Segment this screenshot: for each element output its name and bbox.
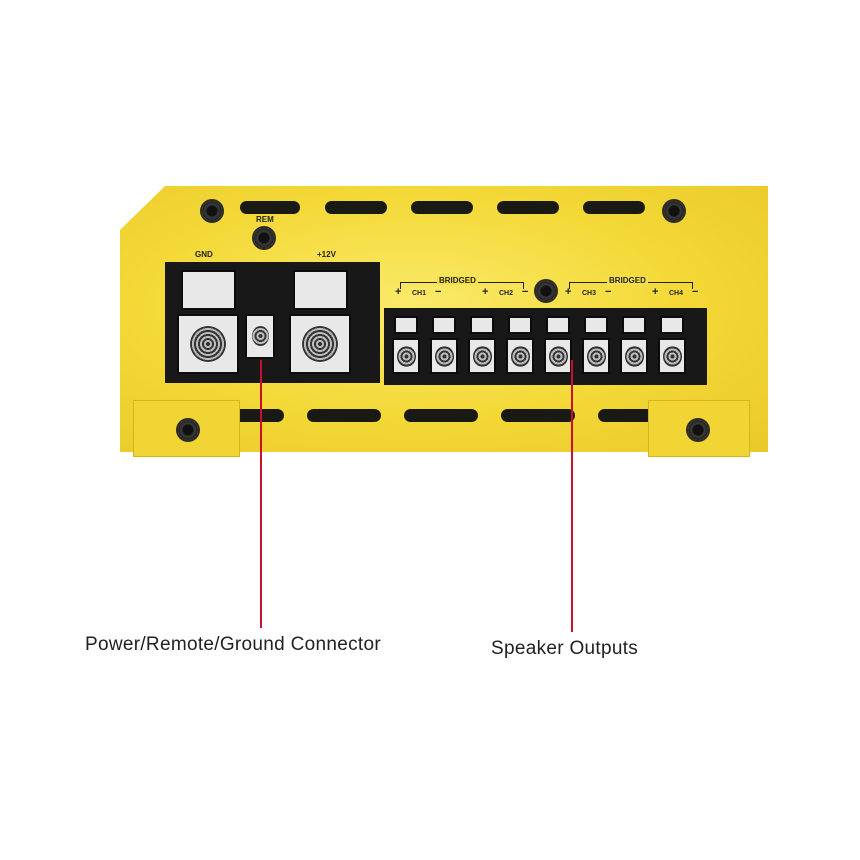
speaker-screw-top <box>546 316 570 334</box>
speaker-leader-line <box>571 360 573 632</box>
speaker-terminal-block <box>384 308 707 385</box>
speaker-terminal[interactable] <box>392 338 420 374</box>
speaker-screw-top <box>394 316 418 334</box>
speaker-screw-top <box>622 316 646 334</box>
speaker-screw-top <box>432 316 456 334</box>
speaker-terminal[interactable] <box>582 338 610 374</box>
channel-minus-label: − <box>435 286 442 298</box>
screw-icon <box>202 201 222 221</box>
speaker-screw-top <box>470 316 494 334</box>
channel-name-label: CH4 <box>669 290 684 297</box>
channel-plus-label: + <box>565 286 572 298</box>
vent-slot <box>325 201 387 214</box>
vent-slot <box>240 201 300 214</box>
speaker-terminal[interactable] <box>430 338 458 374</box>
gnd-label: GND <box>195 250 213 259</box>
screw-icon <box>664 201 684 221</box>
channel-minus-label: − <box>692 286 699 298</box>
gnd-terminal[interactable] <box>177 314 239 374</box>
vent-slot <box>307 409 381 422</box>
channel-minus-label: − <box>522 286 529 298</box>
screw-icon <box>178 420 198 440</box>
bridged-label: BRIDGED <box>437 276 478 285</box>
channel-plus-label: + <box>652 286 659 298</box>
channel-name-label: CH2 <box>499 290 514 297</box>
power-connector-callout: Power/Remote/Ground Connector <box>85 634 381 655</box>
channel-name-label: CH1 <box>412 290 427 297</box>
power-terminal[interactable] <box>289 314 351 374</box>
speaker-terminal[interactable] <box>506 338 534 374</box>
speaker-screw-top <box>584 316 608 334</box>
channel-name-label: CH3 <box>582 290 597 297</box>
channel-plus-label: + <box>482 286 489 298</box>
channel-plus-label: + <box>395 286 402 298</box>
power-screw-top <box>293 270 348 310</box>
remote-screw-icon <box>254 228 274 248</box>
vent-slot <box>411 201 473 214</box>
rem-label: REM <box>256 215 274 224</box>
screw-icon <box>688 420 708 440</box>
speaker-terminal[interactable] <box>658 338 686 374</box>
12v-label: +12V <box>317 250 336 259</box>
bridged-label: BRIDGED <box>607 276 648 285</box>
vent-slot <box>497 201 559 214</box>
power-leader-line <box>260 360 262 628</box>
speaker-screw-top <box>660 316 684 334</box>
power-terminal-block <box>165 262 380 383</box>
rem-terminal[interactable] <box>245 314 275 359</box>
vent-slot <box>404 409 478 422</box>
channel-minus-label: − <box>605 286 612 298</box>
vent-slot <box>598 409 654 422</box>
gnd-screw-top <box>181 270 236 310</box>
vent-slot <box>501 409 575 422</box>
vent-slot <box>583 201 645 214</box>
speaker-outputs-callout: Speaker Outputs <box>491 638 639 659</box>
speaker-terminal[interactable] <box>620 338 648 374</box>
speaker-terminal[interactable] <box>544 338 572 374</box>
speaker-screw-top <box>508 316 532 334</box>
speaker-terminal[interactable] <box>468 338 496 374</box>
screw-icon <box>536 281 556 301</box>
